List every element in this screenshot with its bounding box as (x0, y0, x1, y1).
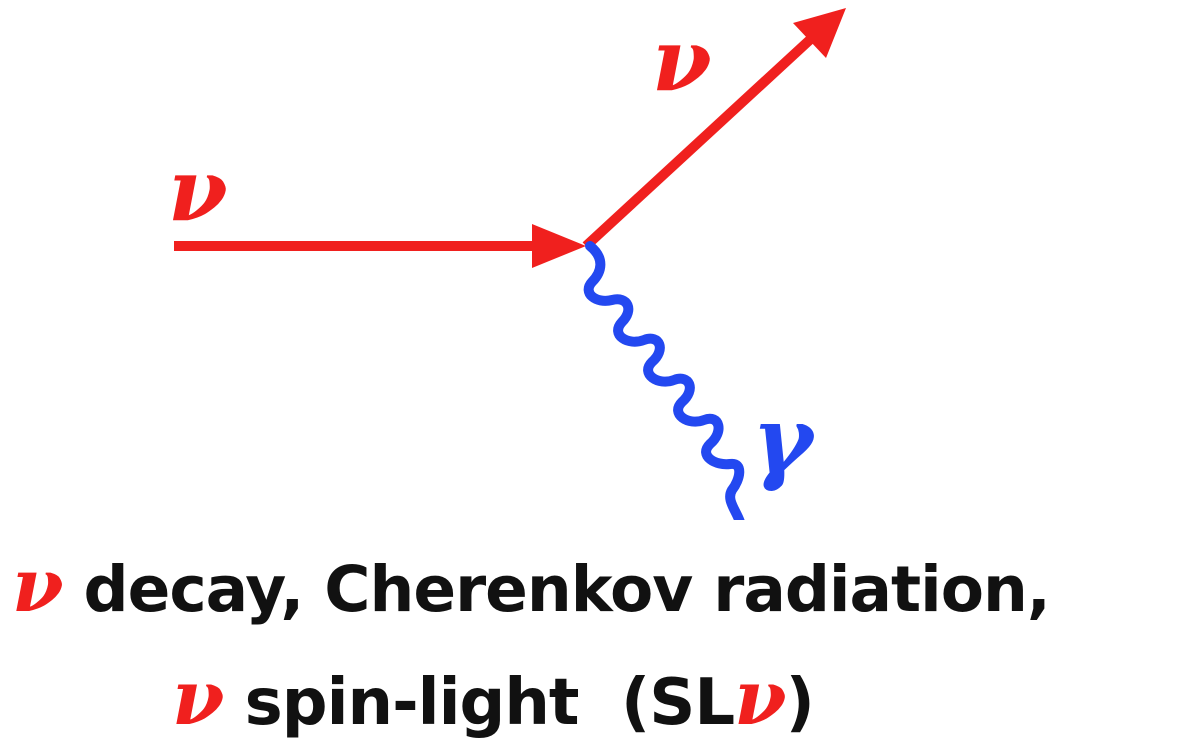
neutrino-symbol-inner: ν (734, 653, 786, 742)
outgoing-neutrino-label: ν (652, 10, 712, 111)
incoming-neutrino-label: ν (168, 140, 228, 241)
outgoing-neutrino-arrowhead (793, 8, 846, 58)
photon-wavy-line (583, 241, 745, 520)
photon-label: γ (752, 386, 817, 494)
caption-line-1: ν decay, Cherenkov radiation, (0, 548, 1196, 622)
incoming-neutrino-arrowhead (532, 224, 586, 268)
caption-line-2: ν spin-light (SLν) (0, 660, 1196, 736)
caption-text-2a: spin-light (SL (223, 666, 735, 740)
caption-text-1: decay, Cherenkov radiation, (62, 553, 1051, 626)
feynman-diagram: ν ν γ (168, 8, 846, 520)
caption-text-2b: ) (785, 666, 815, 740)
neutrino-symbol: ν (172, 653, 224, 742)
outgoing-neutrino-line (582, 32, 818, 250)
neutrino-symbol: ν (12, 541, 64, 629)
